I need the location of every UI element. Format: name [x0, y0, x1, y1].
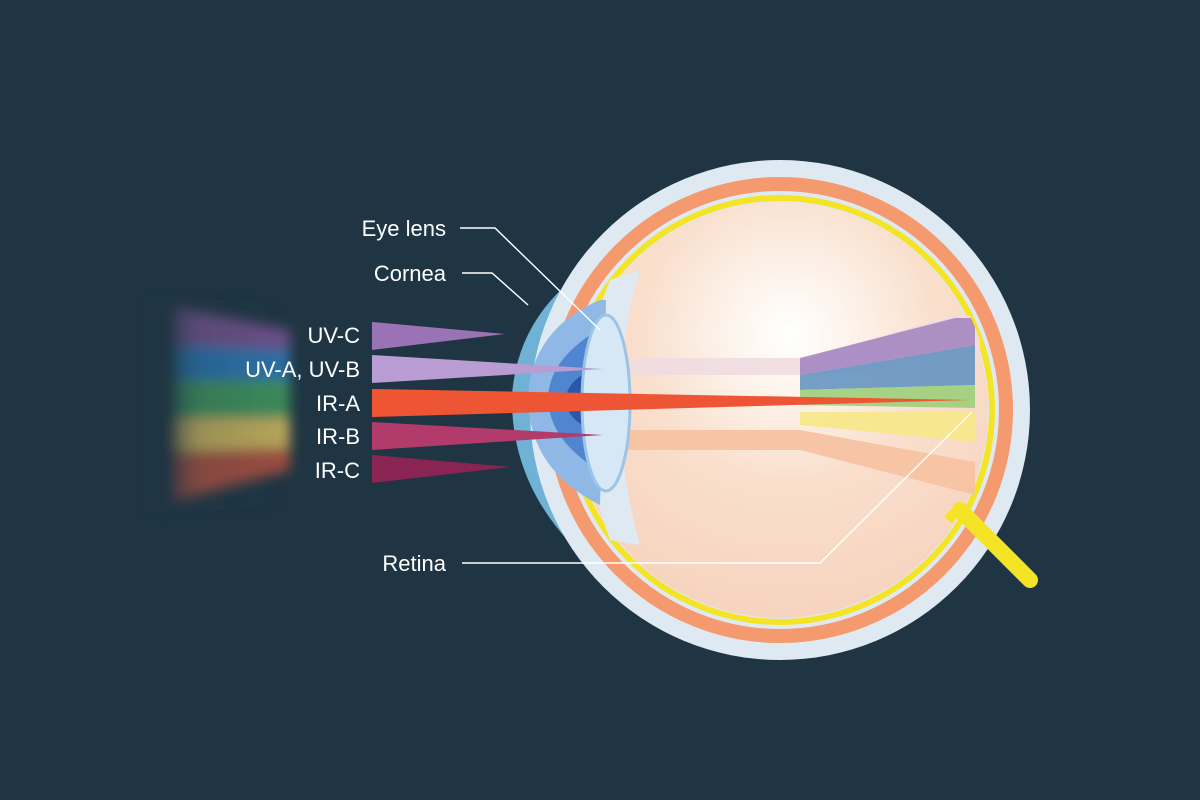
ray-ir-b: [372, 422, 603, 450]
leader-lines: [460, 227, 973, 564]
eye-lens-leader: [460, 227, 601, 331]
vitreous-body: [572, 202, 988, 618]
optic-nerve: [952, 502, 1038, 588]
ray-ir-a: [372, 389, 970, 417]
ray-label-ir-a: IR-A: [316, 391, 360, 416]
ray-label-ir-b: IR-B: [316, 424, 360, 449]
ray-label-uv-c: UV-C: [307, 323, 360, 348]
ray-uv-c: [372, 322, 505, 350]
cornea-leader: [462, 272, 529, 306]
retina-leader: [462, 411, 973, 564]
eye-lens-label: Eye lens: [362, 216, 446, 241]
internal-rays: [620, 316, 980, 495]
external-rays: [372, 322, 970, 483]
ray-label-uv-ab: UV-A, UV-B: [245, 357, 360, 382]
cornea-label: Cornea: [374, 261, 447, 286]
ray-ir-c: [372, 455, 510, 483]
light-spectrum: [150, 300, 290, 510]
retina-label: Retina: [382, 551, 446, 576]
ray-uv-ab: [372, 355, 603, 383]
ray-label-ir-c: IR-C: [315, 458, 360, 483]
